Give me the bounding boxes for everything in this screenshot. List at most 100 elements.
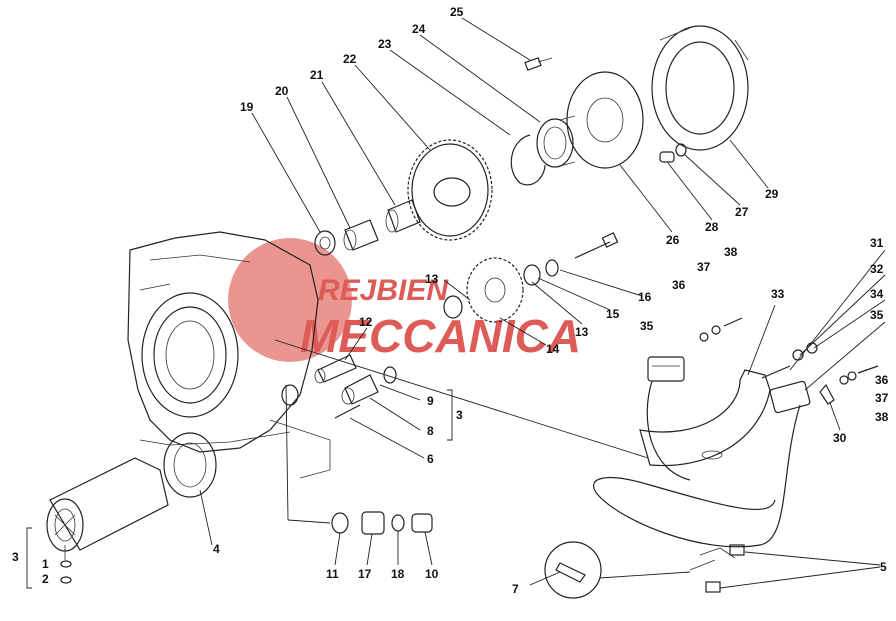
washer-19 (314, 230, 336, 256)
flywheel-29 (651, 25, 749, 151)
bracket-3-right (447, 389, 453, 441)
crankcase-housing (127, 231, 331, 479)
label-33: 33 (771, 287, 785, 301)
label-12: 12 (359, 315, 373, 329)
screw-6 (334, 404, 361, 419)
pickup-35-right (769, 380, 811, 414)
label-38a: 38 (724, 245, 738, 259)
label-29: 29 (765, 187, 779, 201)
label-27: 27 (735, 205, 749, 219)
label-23: 23 (378, 37, 392, 51)
label-36a: 36 (672, 278, 686, 292)
pickup-35-left (647, 356, 685, 382)
connector-detail-7 (544, 541, 602, 599)
label-11: 11 (326, 567, 339, 581)
starter-nut (60, 560, 72, 568)
label-7: 7 (512, 582, 519, 596)
label-28: 28 (705, 220, 719, 234)
screw-31 (761, 365, 791, 379)
connector-wires (689, 547, 736, 571)
oring-flange (281, 384, 299, 406)
nut-34 (806, 342, 818, 354)
label-21: 21 (310, 68, 324, 82)
starter-washer (60, 576, 72, 584)
sleeve-17 (361, 511, 385, 535)
watermark-line2: MECCANICA (300, 310, 581, 362)
connector-5b (705, 581, 721, 593)
label-14: 14 (546, 342, 560, 356)
bolt-25 (524, 57, 553, 71)
freewheel-24 (536, 115, 576, 168)
label-20: 20 (275, 84, 289, 98)
label-2: 2 (42, 572, 49, 586)
bushing-20 (343, 219, 379, 251)
label-15: 15 (606, 307, 620, 321)
label-26: 26 (666, 233, 680, 247)
oring-11 (331, 512, 349, 534)
label-19: 19 (240, 100, 254, 114)
plug-10 (411, 513, 433, 533)
washer-13b (523, 264, 541, 286)
label-13a: 13 (425, 272, 439, 286)
circlip-23 (510, 134, 546, 186)
pin-27 (675, 143, 687, 157)
idler-8 (341, 374, 379, 405)
flange-26 (566, 71, 644, 169)
washer-37b (839, 375, 849, 385)
washer-13 (443, 295, 463, 319)
watermark-circle (228, 238, 352, 362)
label-37b: 37 (875, 391, 889, 405)
washer-38b (847, 371, 857, 381)
bolt-16 (574, 232, 619, 259)
label-34: 34 (870, 287, 884, 301)
bracket-3-left (26, 527, 32, 589)
label-38b: 38 (875, 410, 889, 424)
label-13b: 13 (575, 325, 589, 339)
label-18: 18 (391, 567, 405, 581)
clip-30 (819, 383, 835, 405)
washer-36 (699, 332, 709, 342)
watermark: REJBIEN MECCANICA (228, 238, 581, 362)
gear-14 (466, 257, 524, 323)
label-31: 31 (870, 236, 884, 250)
part-labels: 1 2 3 3 4 5 6 7 8 9 10 11 12 13 13 14 15… (12, 5, 889, 596)
label-3-right: 3 (456, 408, 463, 422)
label-6: 6 (427, 452, 434, 466)
label-24: 24 (412, 22, 426, 36)
washer-18 (391, 514, 405, 532)
label-5: 5 (880, 560, 887, 574)
washer-9 (383, 366, 397, 384)
label-1: 1 (42, 557, 49, 571)
label-4: 4 (213, 542, 220, 556)
label-16: 16 (638, 290, 652, 304)
label-36b: 36 (875, 373, 889, 387)
label-37a: 37 (697, 260, 711, 274)
label-32: 32 (870, 262, 884, 276)
gasket-4 (163, 432, 217, 498)
label-22: 22 (343, 52, 357, 66)
label-35b: 35 (870, 308, 884, 322)
label-30: 30 (833, 431, 847, 445)
gear-22 (407, 139, 493, 241)
screw-38 (723, 317, 743, 327)
starter-motor (46, 457, 169, 560)
leader-lines (199, 17, 886, 589)
label-25: 25 (450, 5, 464, 19)
bracket-33 (639, 369, 771, 467)
washer-37 (711, 325, 721, 335)
needle-bearing-21 (385, 199, 421, 233)
screw-36b (857, 365, 879, 374)
label-17: 17 (358, 567, 372, 581)
wiring-harness (593, 380, 801, 548)
label-10: 10 (425, 567, 439, 581)
label-35a: 35 (640, 319, 654, 333)
pin-28 (659, 151, 675, 163)
connector-5a (729, 544, 745, 556)
label-8: 8 (427, 424, 434, 438)
label-3-left: 3 (12, 550, 19, 564)
watermark-line1: REJBIEN (318, 274, 449, 307)
label-9: 9 (427, 394, 434, 408)
washer-15 (545, 259, 559, 277)
